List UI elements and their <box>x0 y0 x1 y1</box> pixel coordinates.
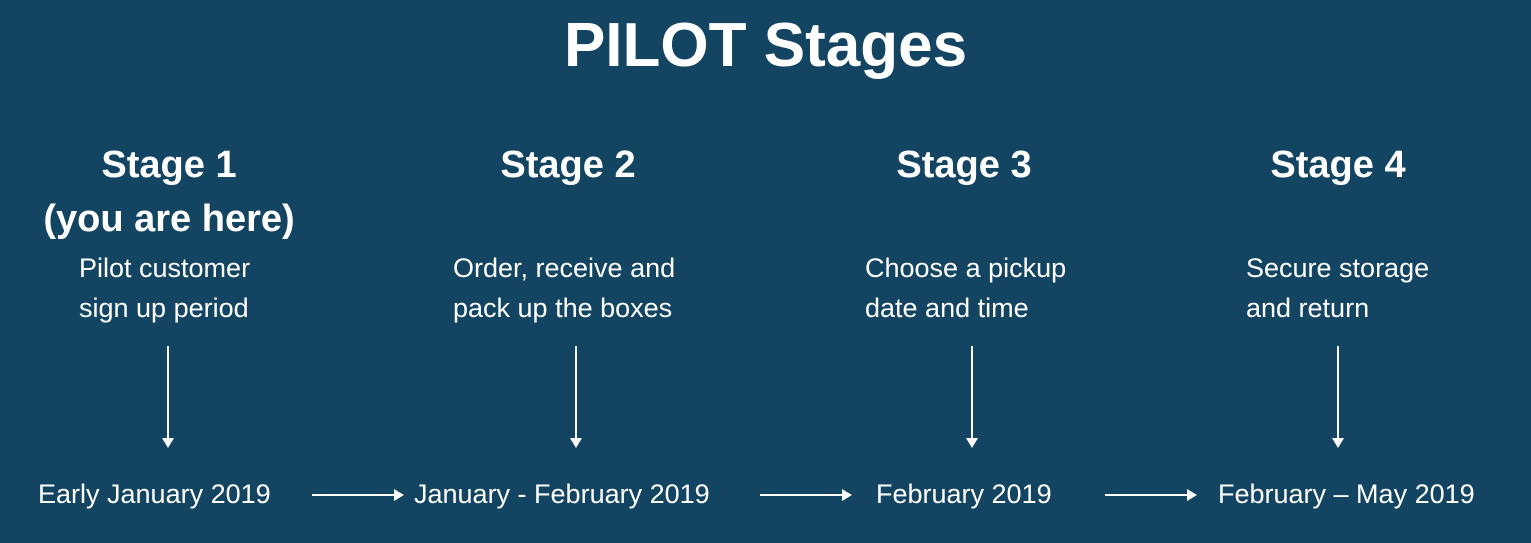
stage-4-desc-line1: Secure storage <box>1246 253 1430 283</box>
stage-2-description: Order, receive and pack up the boxes <box>453 248 675 328</box>
stage-1-description: Pilot customer sign up period <box>79 248 250 328</box>
stage-1-heading: Stage 1 (you are here) <box>0 138 349 246</box>
stage-4-title: Stage 4 <box>1270 144 1406 186</box>
stage-2-down-arrow-icon <box>570 346 582 448</box>
stage-4-heading: Stage 4 <box>1158 138 1518 192</box>
stage-3-description: Choose a pickup date and time <box>865 248 1066 328</box>
stage-1-down-arrow-icon <box>162 346 174 448</box>
stage-4-desc-line2: and return <box>1246 293 1370 323</box>
stage-4-date: February – May 2019 <box>1218 479 1475 509</box>
stage-4-description: Secure storage and return <box>1246 248 1429 328</box>
stage-2-title: Stage 2 <box>500 144 636 186</box>
stage-3-heading: Stage 3 <box>784 138 1144 192</box>
timeline-arrow-3-4-icon <box>1105 489 1197 501</box>
timeline-arrow-2-3-icon <box>760 489 852 501</box>
stage-4-down-arrow-icon <box>1332 346 1344 448</box>
stage-2-desc-line1: Order, receive and <box>453 253 676 283</box>
stage-1-date: Early January 2019 <box>38 479 271 509</box>
stage-1-desc-line2: sign up period <box>79 293 249 323</box>
stage-1-title: Stage 1 <box>101 144 237 186</box>
stage-1-marker: (you are here) <box>43 198 295 240</box>
timeline-arrow-1-2-icon <box>312 489 404 501</box>
page-title: PILOT Stages <box>563 11 968 80</box>
stage-2-heading: Stage 2 <box>388 138 748 192</box>
stage-3-desc-line1: Choose a pickup <box>865 253 1067 283</box>
stage-1-desc-line1: Pilot customer <box>79 253 251 283</box>
stage-2-desc-line2: pack up the boxes <box>453 293 673 323</box>
stage-3-down-arrow-icon <box>966 346 978 448</box>
stage-2-date: January - February 2019 <box>414 479 710 509</box>
stage-3-title: Stage 3 <box>896 144 1032 186</box>
stage-3-desc-line2: date and time <box>865 293 1029 323</box>
stage-3-date: February 2019 <box>876 479 1052 509</box>
